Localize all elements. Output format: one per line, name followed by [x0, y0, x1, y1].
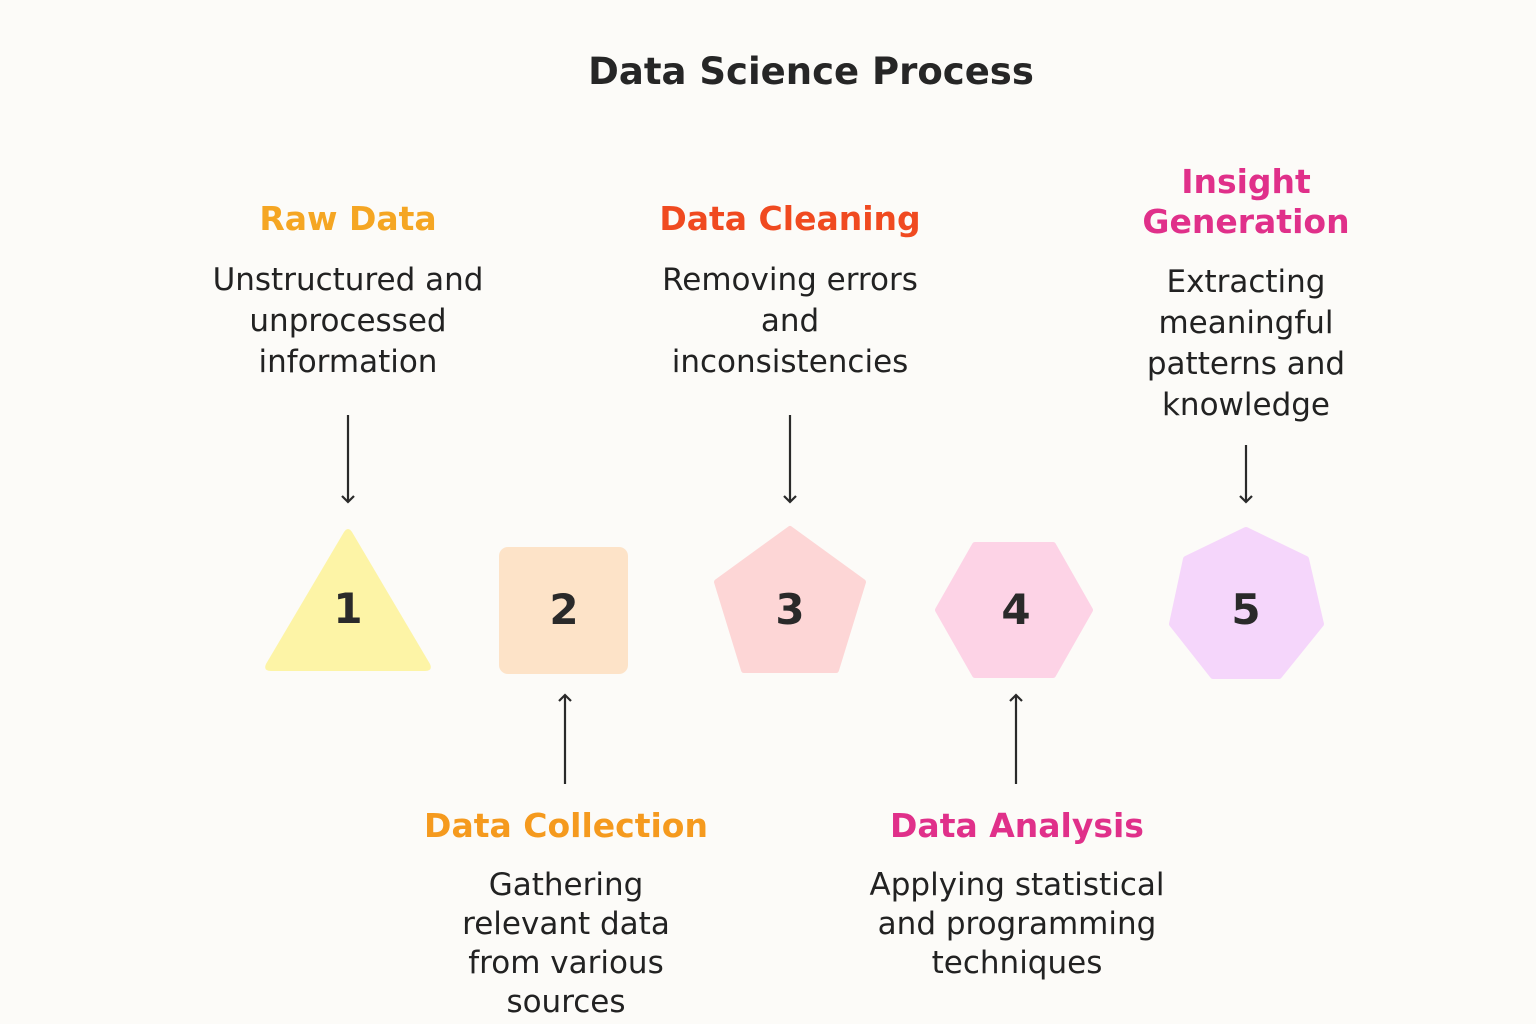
step-5-heading: Insight Generation [1142, 162, 1350, 241]
step-1-label: Raw Data Unstructured and unprocessed in… [178, 199, 518, 383]
diagram-title: Data Science Process [588, 50, 1034, 93]
step-2-number: 2 [549, 585, 578, 634]
step-4-label: Data Analysis Applying statistical and p… [847, 806, 1187, 983]
step-1-number: 1 [333, 584, 362, 633]
step-3-pentagon-shape [714, 526, 866, 673]
step-4-number: 4 [1001, 585, 1030, 634]
step-4-hexagon-shape [935, 542, 1093, 678]
step-2-node: 2 [499, 547, 628, 674]
step-1-heading: Raw Data [259, 199, 437, 238]
step-3-label: Data Cleaning Removing errors and incons… [620, 199, 960, 383]
step-5-node: 5 [1169, 527, 1324, 679]
step-3-description: Removing errors and inconsistencies [662, 262, 918, 380]
step-5-heptagon-shape [1169, 527, 1324, 679]
step-1-description: Unstructured and unprocessed information [212, 262, 484, 380]
step-2-description: Gathering relevant data from various sou… [462, 867, 670, 1020]
step-5-number: 5 [1231, 585, 1260, 634]
step-2-square-shape [499, 547, 628, 674]
step-2-heading: Data Collection [424, 806, 708, 845]
step-4-description: Applying statistical and programming tec… [869, 867, 1165, 981]
step-4-node: 4 [935, 542, 1093, 678]
step-3-heading: Data Cleaning [659, 199, 921, 238]
step-4-heading: Data Analysis [890, 806, 1144, 845]
step-5-description: Extracting meaningful patterns and knowl… [1146, 264, 1346, 423]
step-1-node: 1 [265, 529, 431, 671]
step-1-triangle-shape [265, 529, 431, 671]
step-3-number: 3 [775, 585, 804, 634]
step-2-label: Data Collection Gathering relevant data … [396, 806, 736, 1022]
step-5-label: Insight Generation Extracting meaningful… [1076, 162, 1416, 426]
step-3-node: 3 [714, 526, 866, 673]
